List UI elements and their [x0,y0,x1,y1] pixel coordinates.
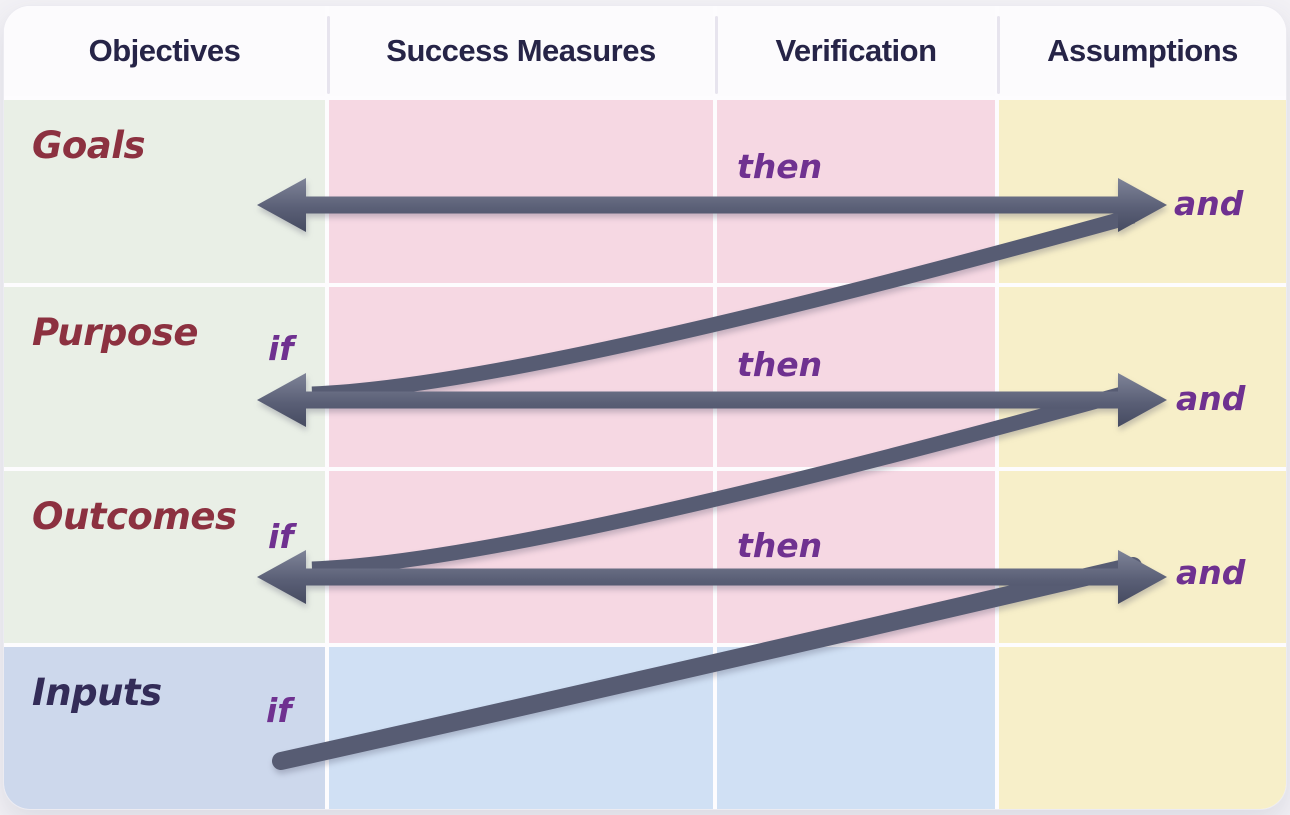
row-label-inputs: Inputs [32,671,162,714]
row-label-outcomes: Outcomes [32,495,237,538]
cell-purpose-assumptions [999,287,1286,467]
connector-if-inputs: if [266,691,292,730]
cell-purpose-success-measures [329,287,713,467]
cell-goals-success-measures [329,100,713,283]
connector-and-outcomes: and [1176,553,1246,592]
row-label-purpose: Purpose [32,311,198,354]
connector-then-purpose: then [737,345,823,384]
connector-and-goals: and [1174,184,1244,223]
column-header-assumptions: Assumptions [999,6,1286,96]
connector-then-goals: then [737,147,823,186]
column-header-success-measures: Success Measures [329,6,713,96]
column-header-verification: Verification [717,6,995,96]
column-header-label: Verification [775,33,937,68]
cell-inputs-verification [717,647,995,809]
cell-inputs-objectives: Inputs [4,647,325,809]
connector-if-outcomes: if [268,517,294,556]
logframe-grid: Objectives Success Measures Verification… [4,6,1286,809]
logframe-card: Objectives Success Measures Verification… [4,6,1286,809]
cell-inputs-success-measures [329,647,713,809]
column-header-label: Objectives [88,33,241,68]
cell-inputs-assumptions [999,647,1286,809]
connector-if-purpose: if [268,329,294,368]
row-label-goals: Goals [32,124,145,167]
column-header-label: Assumptions [1047,33,1238,68]
cell-purpose-objectives: Purpose [4,287,325,467]
cell-outcomes-objectives: Outcomes [4,471,325,643]
header-separator [715,16,718,94]
cell-goals-objectives: Goals [4,100,325,283]
column-header-label: Success Measures [386,33,656,68]
connector-then-outcomes: then [737,526,823,565]
header-separator [327,16,330,94]
header-separator [997,16,1000,94]
cell-goals-verification [717,100,995,283]
cell-outcomes-success-measures [329,471,713,643]
connector-and-purpose: and [1176,379,1246,418]
column-header-objectives: Objectives [4,6,325,96]
